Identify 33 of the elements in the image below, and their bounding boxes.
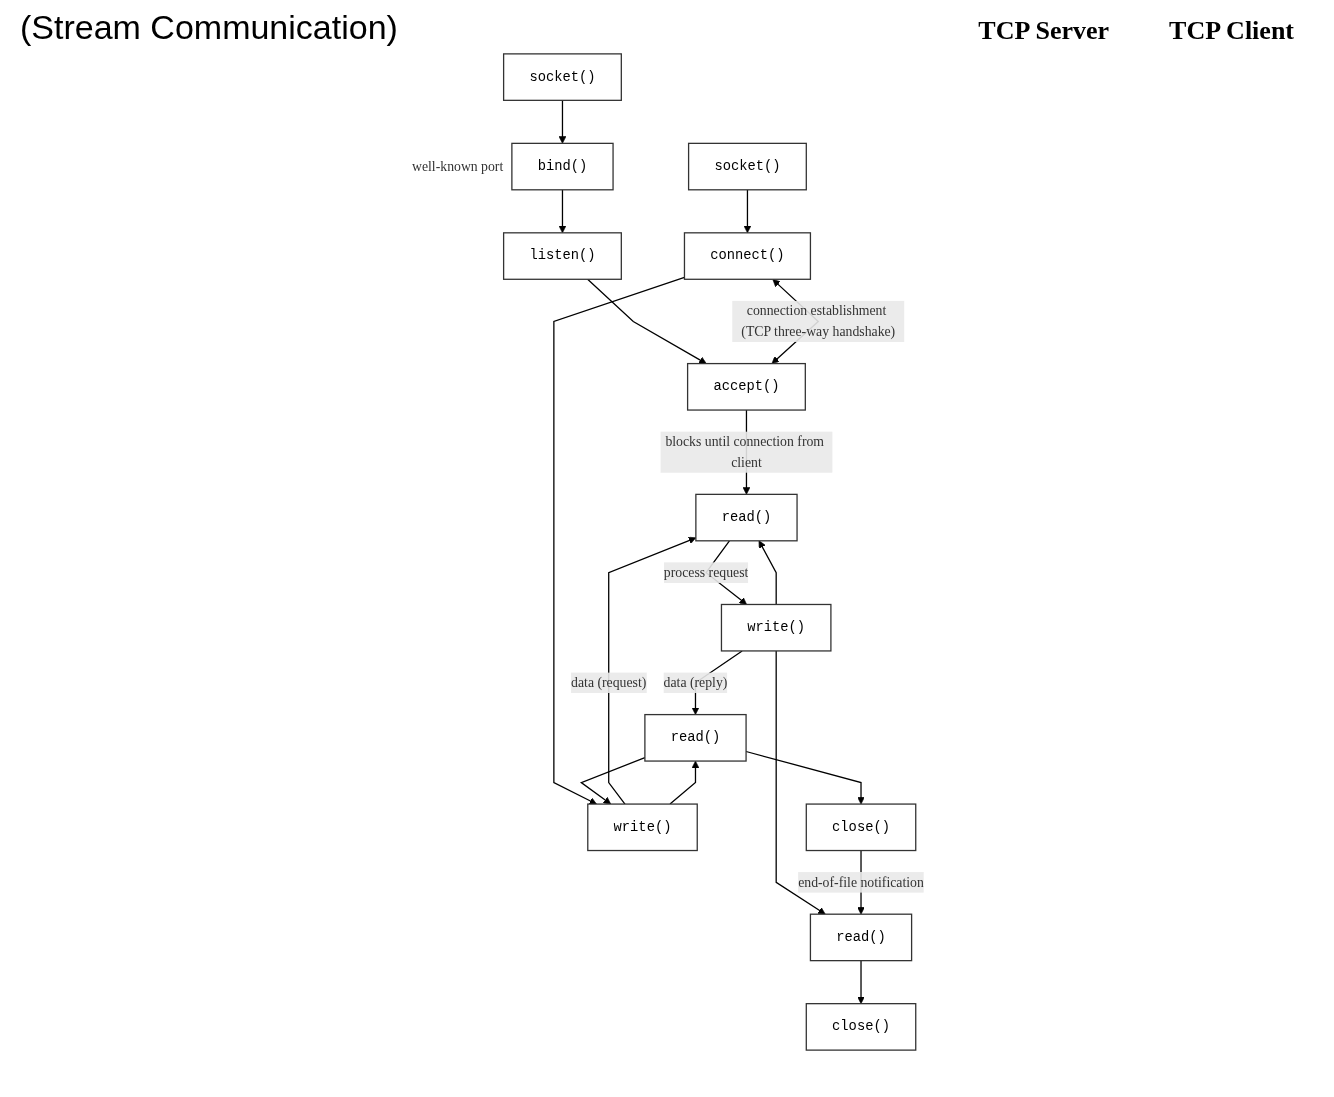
arrow bbox=[553, 276, 686, 805]
node-box: accept() bbox=[686, 362, 806, 411]
diagram-title: (Stream Communication) bbox=[20, 8, 398, 47]
node-box: write() bbox=[720, 603, 832, 652]
node-box: bind() bbox=[511, 142, 614, 191]
arrow bbox=[608, 536, 697, 805]
arrow bbox=[586, 278, 707, 364]
node-box: read() bbox=[644, 713, 747, 762]
edge-label: blocks until connection from client bbox=[665, 434, 825, 470]
node-box: socket() bbox=[502, 53, 622, 101]
arrow bbox=[669, 760, 700, 805]
node-box: close() bbox=[805, 1003, 917, 1051]
node-box: write() bbox=[587, 803, 698, 852]
arrow bbox=[558, 99, 567, 144]
node-box: socket() bbox=[687, 142, 807, 191]
arrow bbox=[558, 189, 567, 234]
arrow bbox=[775, 650, 826, 915]
node-box: read() bbox=[695, 493, 798, 542]
edge-label: connection establishment (TCP three-way handshake) bbox=[741, 303, 896, 339]
edge-label: process request bbox=[663, 564, 749, 580]
arrow bbox=[857, 960, 865, 1004]
node-box: listen() bbox=[502, 232, 622, 280]
edge-label: end-of-file notification bbox=[798, 874, 924, 890]
edge-label: data (request) bbox=[571, 675, 647, 690]
column-heading: TCP Server bbox=[978, 16, 1110, 46]
node-box: connect() bbox=[683, 232, 812, 280]
arrow bbox=[758, 540, 777, 606]
node-box: close() bbox=[805, 803, 917, 852]
node-box: read() bbox=[809, 913, 913, 962]
node-note: well-known port bbox=[412, 158, 504, 174]
arrow bbox=[743, 189, 752, 234]
column-heading: TCP Client bbox=[1169, 16, 1294, 46]
edge-label: data (reply) bbox=[663, 675, 728, 690]
